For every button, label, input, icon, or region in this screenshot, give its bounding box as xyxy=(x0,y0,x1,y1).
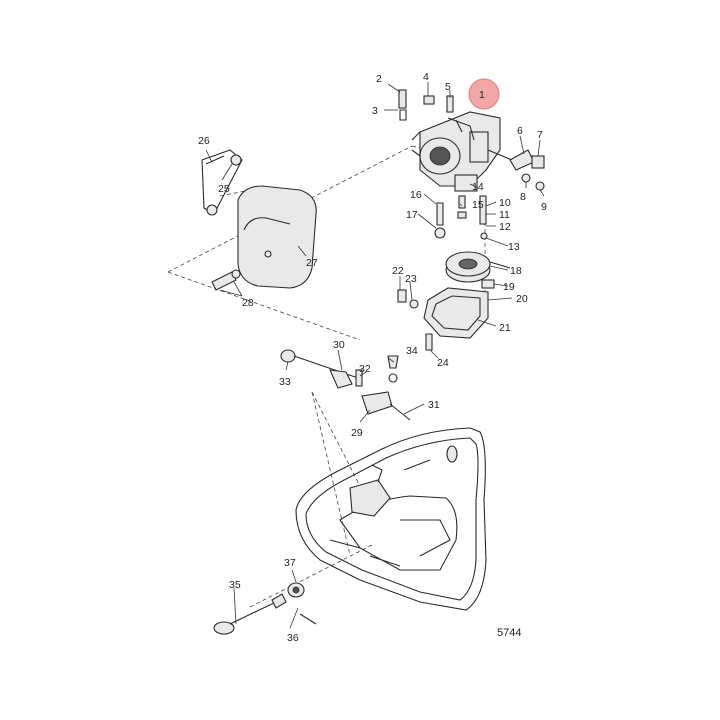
cover-group xyxy=(201,149,317,291)
callout-26: 26 xyxy=(198,135,210,147)
carb-hardware xyxy=(398,89,545,240)
callout-33: 33 xyxy=(279,376,291,388)
carburetor-assembly xyxy=(411,111,513,192)
callout-20: 20 xyxy=(516,293,528,305)
callout-7: 7 xyxy=(537,129,543,141)
callout-16: 16 xyxy=(410,189,422,201)
callout-37: 37 xyxy=(284,557,296,569)
callout-13: 13 xyxy=(508,241,520,253)
callout-10: 10 xyxy=(499,197,511,209)
throttle-linkage xyxy=(280,349,411,421)
callout-12: 12 xyxy=(499,221,511,233)
callout-31: 31 xyxy=(428,399,440,411)
callout-34: 34 xyxy=(406,345,418,357)
lower-cowl xyxy=(295,427,487,611)
callout-1: 1 xyxy=(479,89,485,101)
callout-5: 5 xyxy=(445,81,451,93)
callout-6: 6 xyxy=(517,125,523,137)
float-bowl-group xyxy=(397,251,511,351)
callout-30: 30 xyxy=(333,339,345,351)
callout-23: 23 xyxy=(405,273,417,285)
leader-lines xyxy=(205,82,545,629)
callout-32: 32 xyxy=(359,363,371,375)
callout-14: 14 xyxy=(472,181,484,193)
figure-number: 5744 xyxy=(497,627,521,639)
callout-28: 28 xyxy=(242,297,254,309)
callout-22: 22 xyxy=(392,265,404,277)
callout-11: 11 xyxy=(499,209,510,221)
callout-9: 9 xyxy=(541,201,547,213)
choke-knob-group xyxy=(213,582,317,635)
callout-18: 18 xyxy=(510,265,522,277)
callout-24: 24 xyxy=(437,357,449,369)
callout-17: 17 xyxy=(406,209,418,221)
callout-2: 2 xyxy=(376,73,382,85)
callout-25: 25 xyxy=(218,183,230,195)
callout-1-highlight xyxy=(468,78,500,110)
callout-labels: 1 2 3 4 5 6 7 8 9 10 11 12 13 14 15 16 1… xyxy=(198,71,547,644)
callout-21: 21 xyxy=(499,322,511,334)
callout-3: 3 xyxy=(372,105,378,117)
callout-29: 29 xyxy=(351,427,363,439)
callout-27: 27 xyxy=(306,257,318,269)
callout-8: 8 xyxy=(520,191,526,203)
callout-36: 36 xyxy=(287,632,299,644)
callout-4: 4 xyxy=(423,71,429,83)
callout-35: 35 xyxy=(229,579,241,591)
callout-19: 19 xyxy=(503,281,515,293)
callout-15: 15 xyxy=(472,199,484,211)
